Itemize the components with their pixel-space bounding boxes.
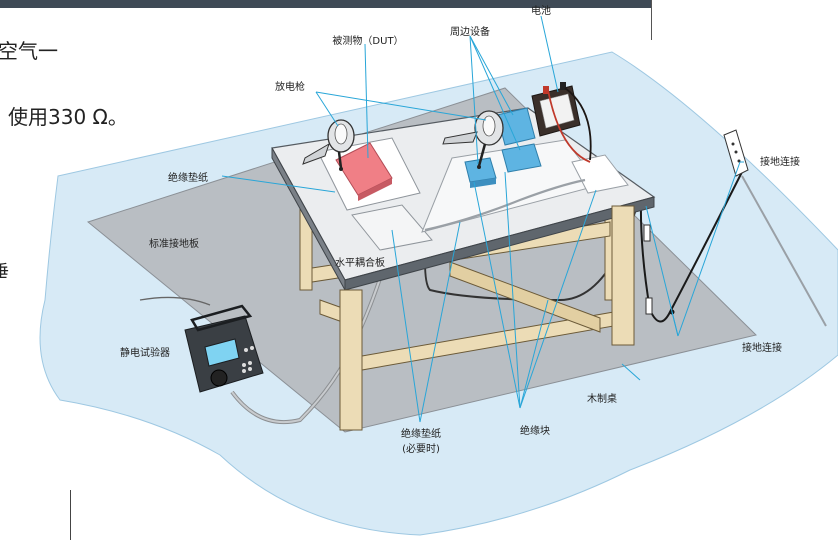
insulating-plate [571,154,629,194]
divider-line [651,0,652,40]
label-battery: 电池 [531,4,551,17]
label-insulating-sheet-bottom-note: (必要时) [402,442,440,455]
label-reference-ground-plane: 标准接地板 [149,237,199,250]
battery-cable [547,89,591,163]
peripheral-cable [424,178,586,232]
label-insulating-block: 绝缘块 [520,424,550,437]
esd-tester-device [184,304,264,393]
label-wooden-table: 木制桌 [587,392,617,405]
horizontal-coupling-plane [351,204,433,251]
side-text: 垂 [0,262,9,282]
top-header-bar [0,0,652,8]
label-insulating-sheet-bottom: 绝缘垫纸 [401,427,441,440]
label-horizontal-coupling-plane: 水平耦合板 [335,256,385,269]
battery-terminal [543,86,549,94]
side-text: 使用330 Ω。 [8,105,128,129]
ground-terminal-box [723,129,827,327]
table-leg [611,205,635,346]
divider-line [70,490,71,540]
dut-side [358,178,392,201]
insulating-block [470,178,496,188]
resistor [643,224,651,242]
esd-gun [302,119,355,171]
side-text: 空气一 [0,39,58,63]
leader-lines [221,15,744,423]
label-insulating-sheet: 绝缘垫纸 [168,171,208,184]
label-ground-connection: 接地连接 [742,341,782,354]
label-esd-tester: 静电试验器 [120,346,170,359]
label-dut: 被测物（DUT） [332,34,403,47]
ground-wire [139,296,211,306]
label-peripheral: 周边设备 [450,25,490,38]
battery-face [539,93,575,129]
ground-cable [639,171,743,323]
peripheral-device [501,143,542,173]
label-esd-gun: 放电枪 [275,80,305,93]
table-leg [339,289,363,431]
battery-cable [564,87,592,161]
label-ground-connection-right: 接地连接 [760,155,800,168]
battery-terminal [560,82,566,90]
resistor [645,297,653,315]
